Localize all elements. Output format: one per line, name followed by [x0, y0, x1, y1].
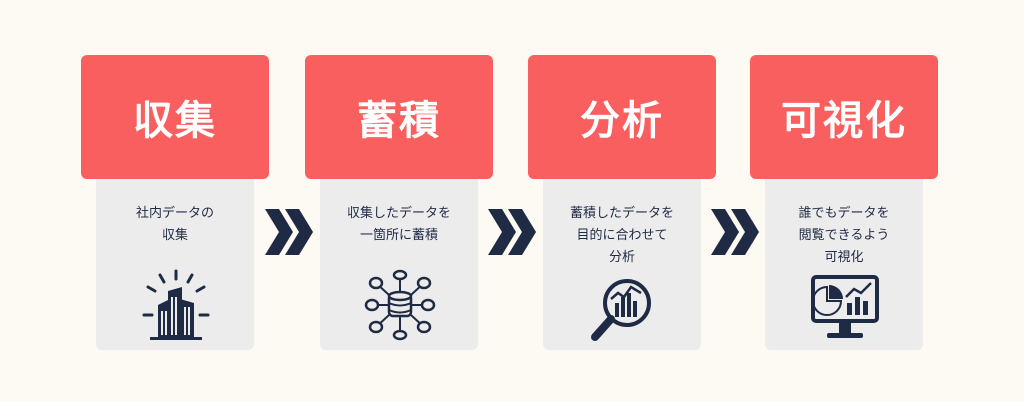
magnifier-chart-icon: [591, 279, 651, 341]
step-title: 蓄積: [305, 55, 493, 179]
double-chevron-right-icon: [265, 209, 313, 255]
step-card: 蓄積したデータを 目的に合わせて 分析: [543, 175, 701, 350]
step-description: 蓄積したデータを 目的に合わせて 分析: [569, 206, 674, 265]
step-card: 誰でもデータを 閲覧できるよう 可視化: [765, 175, 923, 350]
step-card: 収集したデータを 一箇所に蓄積: [320, 175, 478, 350]
buildings-icon: [142, 269, 210, 340]
step-description: 社内データの 収集: [135, 206, 214, 243]
step-title: 可視化: [750, 55, 938, 179]
step-title: 収集: [81, 55, 269, 179]
step-visualize: 可視化 誰でもデータを 閲覧できるよう 可視化: [750, 55, 938, 350]
step-collect: 収集 社内データの 収集: [81, 55, 269, 350]
step-description: 収集したデータを 一箇所に蓄積: [346, 206, 451, 243]
double-chevron-right-icon: [711, 209, 759, 255]
double-chevron-right-icon: [488, 209, 536, 255]
step-store: 蓄積 収集したデータを 一箇所に蓄積: [305, 55, 493, 350]
monitor-dashboard-icon: [811, 275, 879, 338]
step-title: 分析: [528, 55, 716, 179]
step-card: 社内データの 収集: [96, 175, 254, 350]
step-analyze: 分析 蓄積したデータを 目的に合わせて 分析: [528, 55, 716, 350]
database-network-icon: [364, 269, 436, 341]
step-description: 誰でもデータを 閲覧できるよう 可視化: [798, 206, 890, 265]
